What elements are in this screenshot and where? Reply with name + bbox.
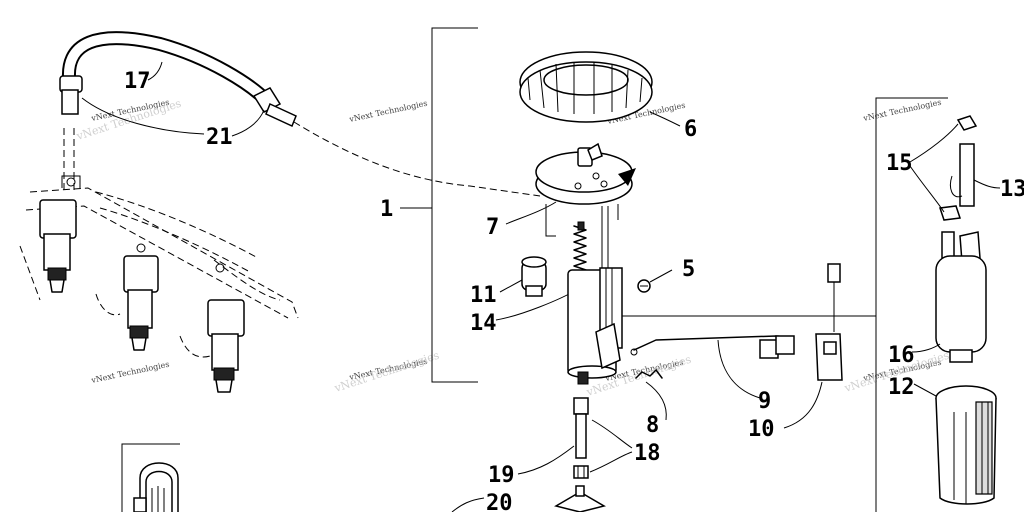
- leader-6: [649, 111, 681, 127]
- callout-13: 13: [1000, 177, 1024, 202]
- retaining-clip: [635, 369, 663, 379]
- pressure-regulator: [521, 256, 547, 297]
- callout-7: 7: [486, 215, 499, 240]
- watermark-text: vNext Technologies: [862, 98, 943, 124]
- fuel-rail-assembly: [19, 128, 299, 393]
- fuel-pump-motor: [935, 231, 987, 363]
- callout-16: 16: [888, 343, 915, 368]
- callout-11: 11: [470, 283, 497, 308]
- leader-21a: [81, 97, 205, 135]
- callout-21: 21: [206, 125, 233, 150]
- callout-18: 18: [634, 441, 661, 466]
- leader-15b: [909, 165, 945, 213]
- leader-13: [973, 179, 1001, 189]
- leader-10: [783, 381, 823, 429]
- watermark-ghost-text: vNext Technologies: [332, 349, 441, 396]
- pump-sleeve: [935, 385, 997, 505]
- callout-1: 1: [380, 197, 393, 222]
- pump-assembly-bracket: [431, 27, 478, 383]
- outlet-tube: [554, 397, 606, 512]
- leader-15a: [909, 123, 959, 163]
- lock-ring: [519, 51, 653, 123]
- wire-harness: [630, 335, 795, 359]
- leader-16: [911, 343, 941, 353]
- callout-14: 14: [470, 311, 497, 336]
- leader-7: [505, 201, 557, 225]
- pump-hose-and-clamps: [938, 115, 978, 221]
- callout-8: 8: [646, 413, 659, 438]
- leader-21b: [231, 109, 265, 137]
- callout-17: 17: [124, 69, 151, 94]
- leader-11: [499, 279, 523, 293]
- callout-6: 6: [684, 117, 697, 142]
- leader-9: [717, 339, 761, 399]
- leader-5: [649, 269, 673, 283]
- pump-kit-bracket: [875, 97, 948, 512]
- leader-12: [913, 383, 937, 397]
- callout-labels: 1 5 6 7 8 9 10 11 12 13 14 15 16 17 18 1…: [124, 69, 1024, 512]
- callout-9: 9: [758, 389, 771, 414]
- leader-20: [451, 497, 485, 512]
- fuel-hose: [59, 31, 541, 197]
- watermark-text: vNext Technologies: [90, 360, 171, 386]
- callout-5: 5: [682, 257, 695, 282]
- fuel-level-sender: [815, 263, 843, 381]
- pump-flange: [535, 142, 636, 237]
- callout-12: 12: [888, 375, 915, 400]
- callout-19: 19: [488, 463, 515, 488]
- leader-18b: [589, 451, 633, 473]
- leader-8: [645, 381, 667, 421]
- leader-17: [147, 61, 163, 81]
- callout-10: 10: [748, 417, 775, 442]
- callout-20: 20: [486, 491, 513, 512]
- leader-18a: [591, 419, 633, 449]
- watermark-text: vNext Technologies: [348, 99, 429, 125]
- pump-canister: [567, 267, 623, 385]
- harness-inset: [121, 443, 180, 512]
- screw: [637, 279, 651, 293]
- callout-15: 15: [886, 151, 913, 176]
- leader-19: [517, 445, 575, 475]
